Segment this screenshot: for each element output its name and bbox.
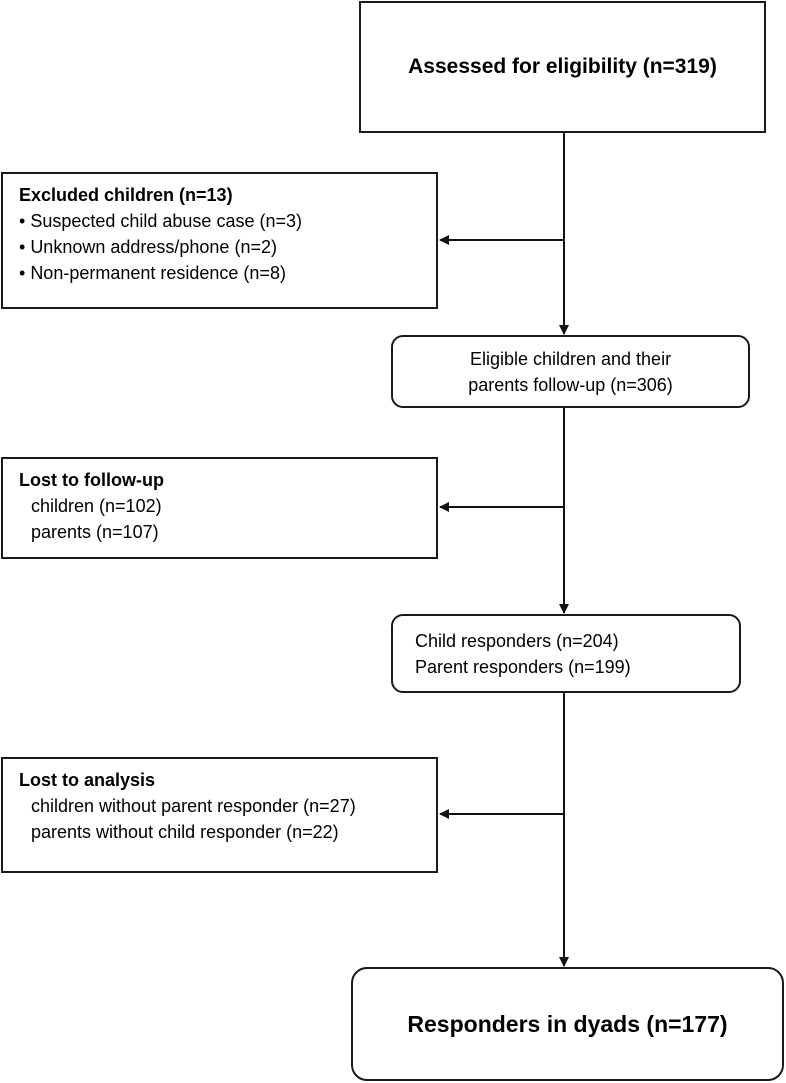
eligible-box: Eligible children and their parents foll… bbox=[391, 335, 750, 408]
lost-followup-item: parents (n=107) bbox=[31, 522, 159, 542]
lost-followup-item: children (n=102) bbox=[31, 496, 162, 516]
lost-analysis-item: children without parent responder (n=27) bbox=[31, 796, 356, 816]
lost-analysis-item: parents without child responder (n=22) bbox=[31, 822, 339, 842]
excluded-item: Unknown address/phone (n=2) bbox=[19, 234, 436, 260]
responders-line: Parent responders (n=199) bbox=[415, 657, 631, 677]
responders-line: Child responders (n=204) bbox=[415, 631, 619, 651]
lost-followup-heading: Lost to follow-up bbox=[19, 470, 164, 490]
excluded-box: Excluded children (n=13) Suspected child… bbox=[1, 172, 438, 309]
assessed-label: Assessed for eligibility (n=319) bbox=[408, 55, 717, 78]
lost-followup-box: Lost to follow-up children (n=102) paren… bbox=[1, 457, 438, 559]
eligible-line: Eligible children and their bbox=[469, 348, 672, 369]
dyads-label: Responders in dyads (n=177) bbox=[407, 1010, 728, 1037]
excluded-item: Non-permanent residence (n=8) bbox=[19, 260, 436, 286]
eligible-line: parents follow-up (n=306) bbox=[468, 374, 673, 395]
lost-analysis-heading: Lost to analysis bbox=[19, 770, 156, 790]
lost-analysis-box: Lost to analysis children without parent… bbox=[1, 757, 438, 873]
excluded-item: Suspected child abuse case (n=3) bbox=[19, 208, 436, 234]
responders-box: Child responders (n=204) Parent responde… bbox=[391, 614, 741, 693]
excluded-heading: Excluded children (n=13) bbox=[19, 185, 233, 205]
dyads-box: Responders in dyads (n=177) bbox=[351, 967, 784, 1081]
assessed-box: Assessed for eligibility (n=319) bbox=[359, 1, 766, 133]
